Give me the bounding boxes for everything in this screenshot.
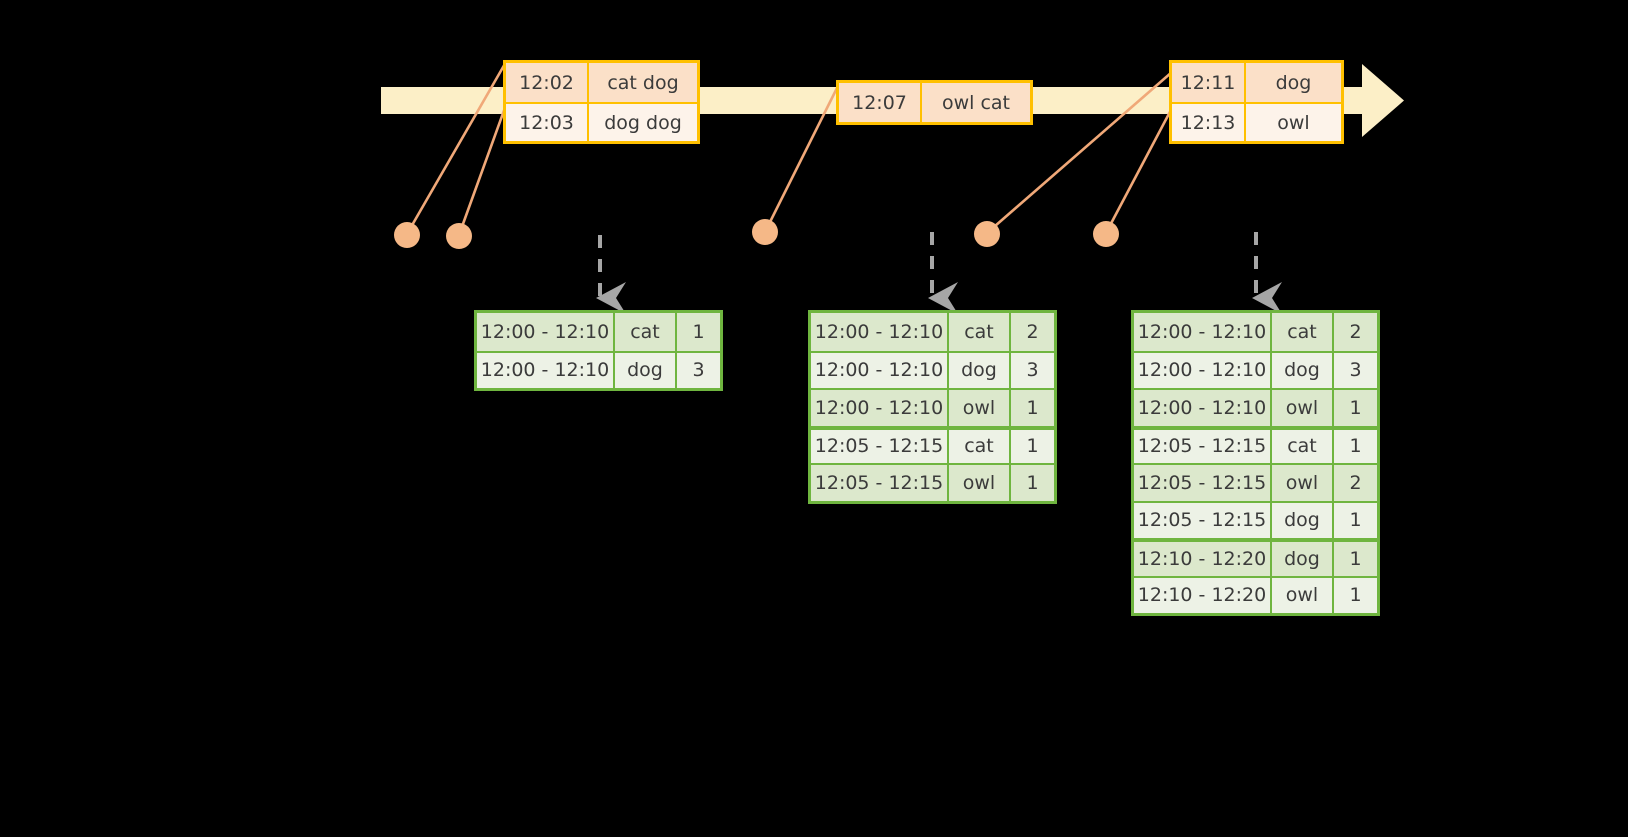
window-cell: 12:00 - 12:10 bbox=[1134, 352, 1272, 388]
window-cell: 12:00 - 12:10 bbox=[811, 313, 949, 351]
event-group-3[interactable]: 12:11 dog 12:13 owl bbox=[1169, 60, 1344, 144]
event-time: 12:07 bbox=[839, 83, 922, 122]
table-row[interactable]: 12:00 - 12:10 dog 3 bbox=[811, 350, 1054, 388]
word-cell: cat bbox=[615, 313, 677, 351]
count-cell: 1 bbox=[1011, 390, 1054, 426]
word-cell: dog bbox=[949, 352, 1011, 388]
table-row[interactable]: 12:05 - 12:15 owl 1 bbox=[811, 463, 1054, 501]
window-cell: 12:05 - 12:15 bbox=[811, 429, 949, 463]
count-cell: 1 bbox=[1334, 577, 1377, 613]
window-cell: 12:05 - 12:15 bbox=[811, 465, 949, 501]
table-row[interactable]: 12:00 - 12:10 dog 3 bbox=[1134, 350, 1377, 388]
word-cell: dog bbox=[1272, 352, 1334, 388]
window-cell: 12:05 - 12:15 bbox=[1134, 429, 1272, 463]
event-row[interactable]: 12:11 dog bbox=[1172, 63, 1341, 102]
window-cell: 12:00 - 12:10 bbox=[811, 352, 949, 388]
table-row[interactable]: 12:00 - 12:10 cat 2 bbox=[1134, 313, 1377, 351]
table-row[interactable]: 12:05 - 12:15 cat 1 bbox=[1134, 425, 1377, 463]
count-cell: 1 bbox=[1334, 502, 1377, 538]
emit-arrows bbox=[596, 232, 1282, 314]
table-row[interactable]: 12:05 - 12:15 dog 1 bbox=[1134, 500, 1377, 538]
event-dot-3 bbox=[752, 219, 778, 245]
window-cell: 12:00 - 12:10 bbox=[477, 313, 615, 351]
window-cell: 12:05 - 12:15 bbox=[1134, 502, 1272, 538]
word-cell: cat bbox=[949, 429, 1011, 463]
event-words: dog dog bbox=[589, 104, 697, 141]
window-cell: 12:00 - 12:10 bbox=[1134, 390, 1272, 426]
table-row[interactable]: 12:00 - 12:10 cat 1 bbox=[477, 313, 720, 351]
window-cell: 12:05 - 12:15 bbox=[1134, 465, 1272, 501]
count-cell: 3 bbox=[677, 352, 720, 388]
event-words: owl cat bbox=[922, 83, 1030, 122]
word-cell: dog bbox=[1272, 502, 1334, 538]
event-words: owl bbox=[1246, 104, 1341, 141]
table-row[interactable]: 12:05 - 12:15 owl 2 bbox=[1134, 463, 1377, 501]
event-group-2[interactable]: 12:07 owl cat bbox=[836, 80, 1033, 125]
word-cell: owl bbox=[1272, 465, 1334, 501]
word-cell: owl bbox=[1272, 390, 1334, 426]
connector-line-1 bbox=[405, 61, 508, 235]
event-row[interactable]: 12:13 owl bbox=[1172, 102, 1341, 141]
event-dot-2 bbox=[446, 223, 472, 249]
connector-line-2 bbox=[457, 104, 508, 236]
count-cell: 1 bbox=[1334, 542, 1377, 576]
event-words: cat dog bbox=[589, 63, 697, 102]
event-row[interactable]: 12:02 cat dog bbox=[506, 63, 697, 102]
table-row[interactable]: 12:00 - 12:10 owl 1 bbox=[1134, 388, 1377, 426]
table-row[interactable]: 12:00 - 12:10 cat 2 bbox=[811, 313, 1054, 351]
table-row[interactable]: 12:05 - 12:15 cat 1 bbox=[811, 425, 1054, 463]
connector-line-3 bbox=[763, 81, 842, 233]
count-cell: 1 bbox=[677, 313, 720, 351]
count-cell: 1 bbox=[1334, 390, 1377, 426]
event-dot-1 bbox=[394, 222, 420, 248]
event-dot-4 bbox=[974, 221, 1000, 247]
event-time: 12:03 bbox=[506, 104, 589, 141]
event-group-1[interactable]: 12:02 cat dog 12:03 dog dog bbox=[503, 60, 700, 144]
window-cell: 12:00 - 12:10 bbox=[811, 390, 949, 426]
event-dots bbox=[394, 219, 1119, 249]
word-cell: cat bbox=[1272, 313, 1334, 351]
count-cell: 2 bbox=[1011, 313, 1054, 351]
table-row[interactable]: 12:10 - 12:20 owl 1 bbox=[1134, 575, 1377, 613]
event-row[interactable]: 12:03 dog dog bbox=[506, 102, 697, 141]
count-cell: 1 bbox=[1334, 429, 1377, 463]
word-cell: cat bbox=[949, 313, 1011, 351]
count-cell: 1 bbox=[1011, 465, 1054, 501]
count-cell: 3 bbox=[1334, 352, 1377, 388]
connector-line-5 bbox=[1104, 107, 1174, 234]
table-row[interactable]: 12:00 - 12:10 dog 3 bbox=[477, 350, 720, 388]
event-words: dog bbox=[1246, 63, 1341, 102]
window-cell: 12:00 - 12:10 bbox=[477, 352, 615, 388]
count-cell: 1 bbox=[1011, 429, 1054, 463]
event-row[interactable]: 12:07 owl cat bbox=[839, 83, 1030, 122]
event-time: 12:02 bbox=[506, 63, 589, 102]
table-row[interactable]: 12:10 - 12:20 dog 1 bbox=[1134, 538, 1377, 576]
window-cell: 12:10 - 12:20 bbox=[1134, 542, 1272, 576]
word-cell: dog bbox=[1272, 542, 1334, 576]
count-cell: 2 bbox=[1334, 313, 1377, 351]
word-cell: dog bbox=[615, 352, 677, 388]
window-cell: 12:00 - 12:10 bbox=[1134, 313, 1272, 351]
event-time: 12:11 bbox=[1172, 63, 1246, 102]
result-table-2[interactable]: 12:00 - 12:10 cat 2 12:00 - 12:10 dog 3 … bbox=[808, 310, 1057, 504]
count-cell: 3 bbox=[1011, 352, 1054, 388]
result-table-3[interactable]: 12:00 - 12:10 cat 2 12:00 - 12:10 dog 3 … bbox=[1131, 310, 1380, 616]
word-cell: owl bbox=[1272, 577, 1334, 613]
window-cell: 12:10 - 12:20 bbox=[1134, 577, 1272, 613]
word-cell: owl bbox=[949, 390, 1011, 426]
result-table-1[interactable]: 12:00 - 12:10 cat 1 12:00 - 12:10 dog 3 bbox=[474, 310, 723, 391]
table-row[interactable]: 12:00 - 12:10 owl 1 bbox=[811, 388, 1054, 426]
count-cell: 2 bbox=[1334, 465, 1377, 501]
event-dot-5 bbox=[1093, 221, 1119, 247]
event-time: 12:13 bbox=[1172, 104, 1246, 141]
word-cell: owl bbox=[949, 465, 1011, 501]
word-cell: cat bbox=[1272, 429, 1334, 463]
